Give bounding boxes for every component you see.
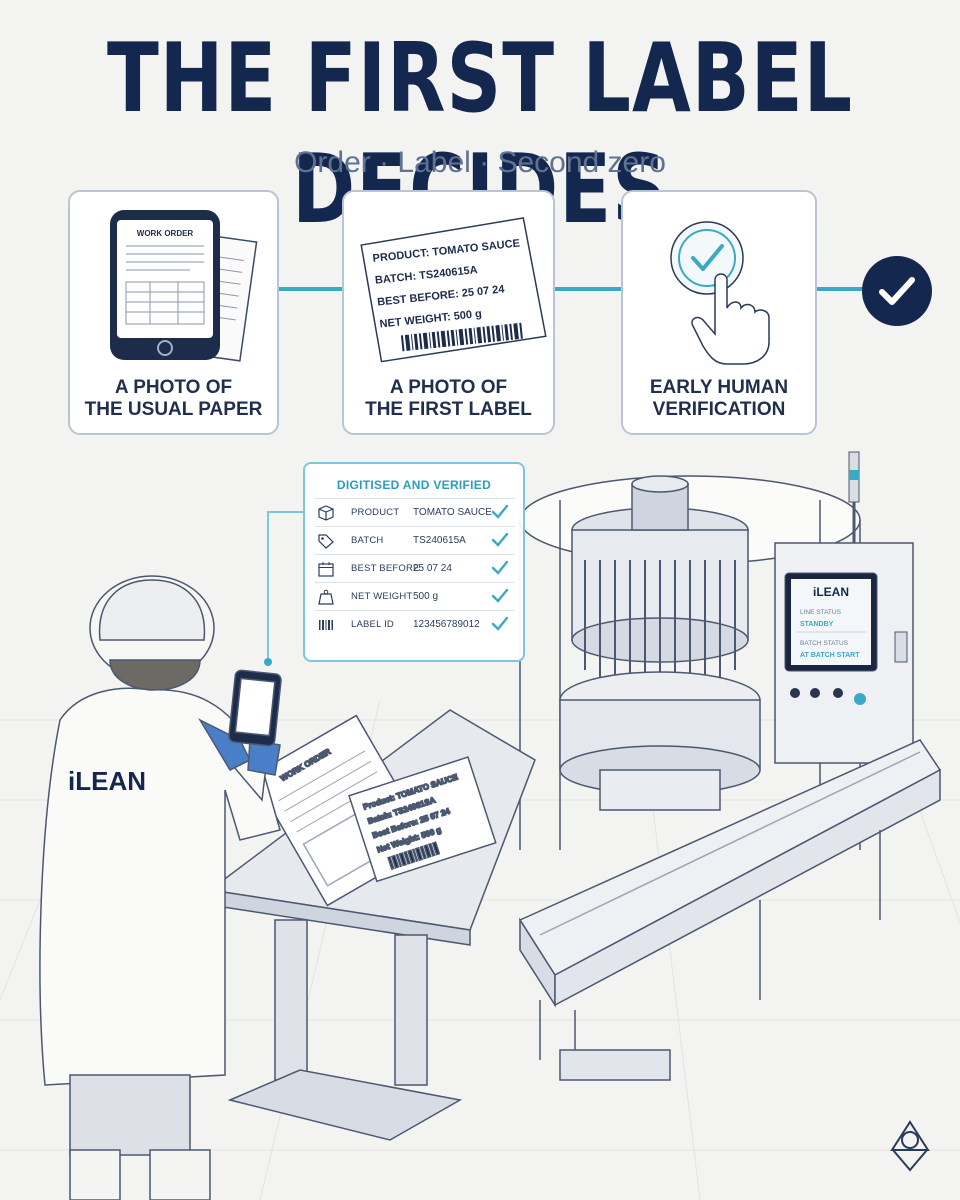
verification-panel: DIGITISED AND VERIFIED PRODUCT TOMATO SA… (303, 462, 525, 662)
conveyor (518, 739, 942, 1081)
step-connector (554, 287, 622, 291)
operator: iLEAN (39, 575, 282, 1200)
step-card-label-photo: PRODUCT: TOMATO SAUCE BATCH: TS240615A B… (342, 190, 555, 435)
phone-with-work-order-icon: WORK ORDER (110, 210, 258, 362)
check-icon (491, 588, 509, 603)
verification-row: NET WEIGHT 500 g (315, 582, 515, 610)
verification-panel-title: DIGITISED AND VERIFIED (336, 478, 492, 492)
weight-icon (318, 589, 334, 605)
barcode-icon (319, 620, 333, 630)
brand-flower-icon (890, 1120, 930, 1172)
coat-logo: iLEAN (68, 766, 146, 796)
page-subtitle: Order · Label · Second zero (294, 146, 666, 179)
check-icon (491, 616, 509, 631)
line-status-label: LINE STATUS (800, 609, 842, 616)
step-connector (816, 287, 864, 291)
inspection-desk: WORK ORDER Product: TOMATO SAUCE Batch: … (208, 709, 536, 1141)
verification-row: BEST BEFORE 25 07 24 (315, 554, 515, 582)
tag-icon (318, 534, 334, 549)
verification-row: LABEL ID 123456789012 (315, 610, 515, 638)
check-icon (491, 560, 509, 575)
svg-text:WORK ORDER: WORK ORDER (137, 229, 194, 238)
batch-status-value: AT BATCH START (800, 652, 860, 659)
completed-check-icon (862, 256, 932, 326)
product-label-icon: PRODUCT: TOMATO SAUCE BATCH: TS240615A B… (360, 217, 547, 363)
calendar-icon (318, 562, 334, 577)
control-cabinet: iLEAN LINE STATUS STANDBY BATCH STATUS A… (774, 542, 914, 764)
step-connector (278, 287, 342, 291)
box-icon (318, 505, 334, 521)
screen-brand: iLEAN (813, 585, 849, 599)
verification-row: BATCH TS240615A (315, 526, 515, 554)
check-icon (491, 532, 509, 547)
batch-status-label: BATCH STATUS (800, 640, 849, 647)
verification-row: PRODUCT TOMATO SAUCE (315, 498, 515, 526)
check-icon (491, 504, 509, 519)
line-status-value: STANDBY (800, 621, 834, 628)
touch-check-icon (670, 221, 770, 365)
